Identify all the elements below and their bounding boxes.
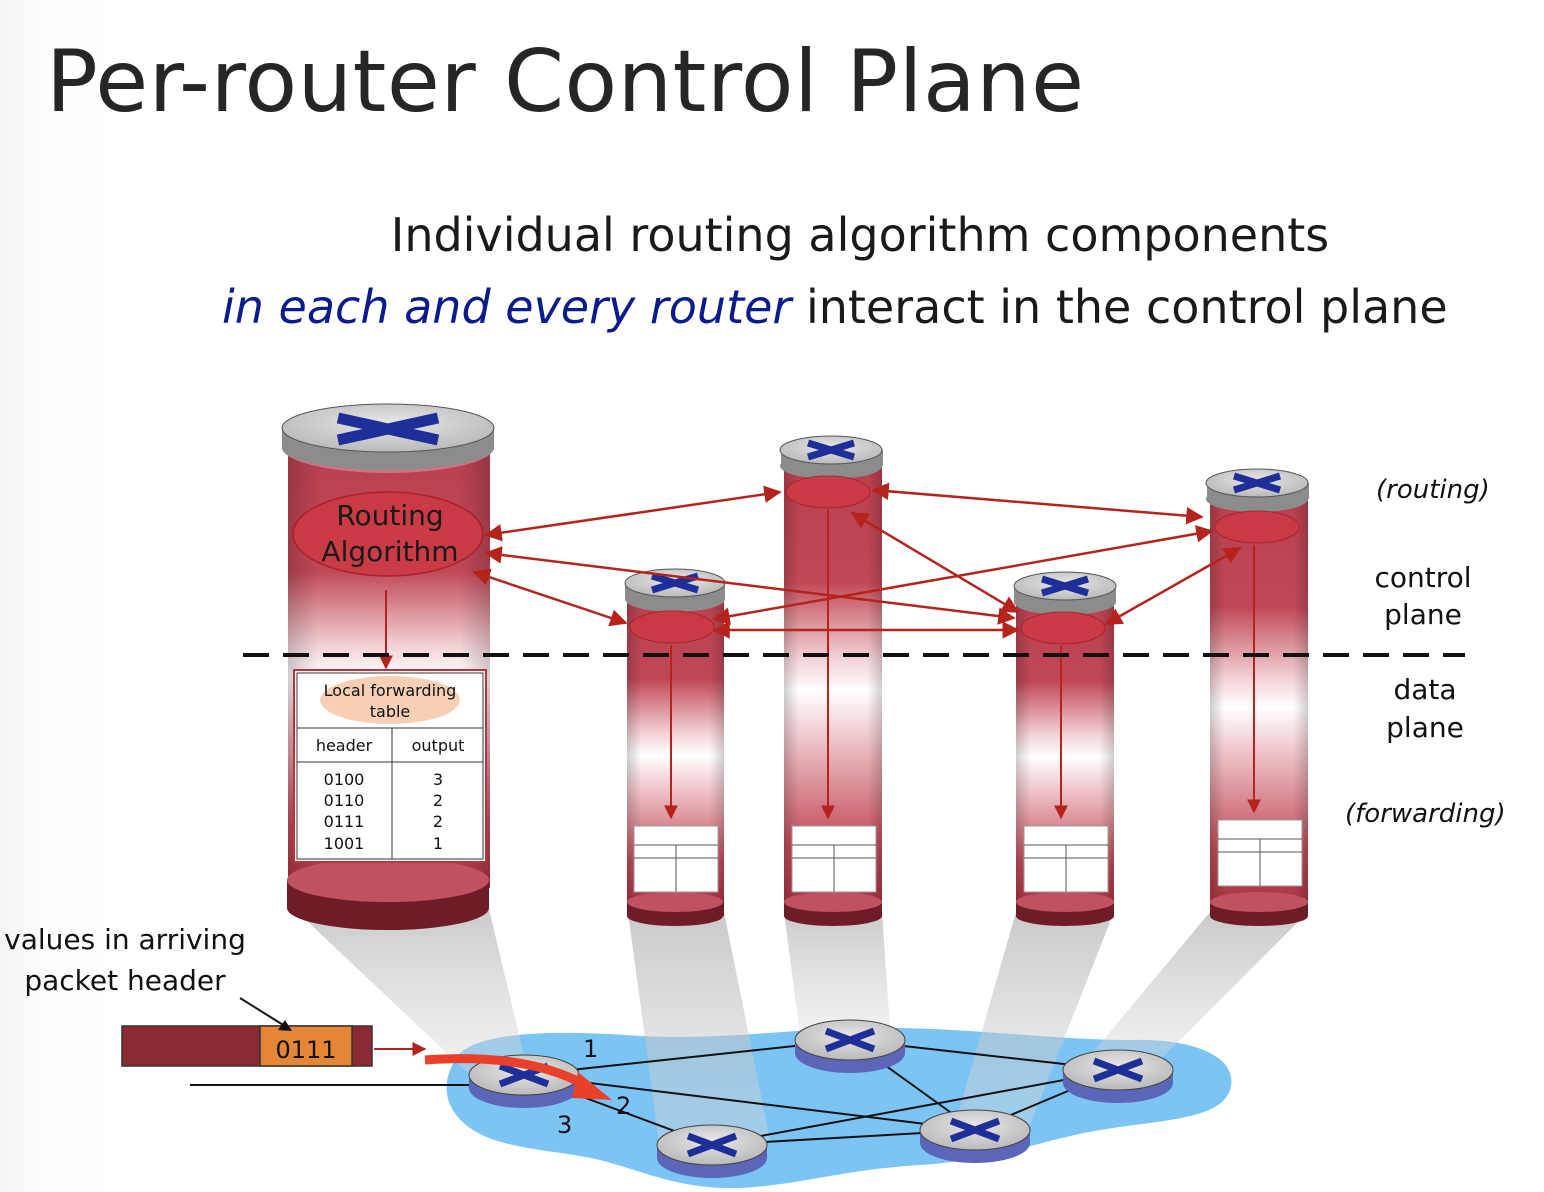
net-router-1 bbox=[468, 1054, 580, 1108]
forwarding-path-arrow bbox=[424, 1054, 588, 1089]
arriving-packet: 0111 bbox=[121, 1025, 427, 1067]
routing-algorithm-line-2: Algorithm bbox=[321, 535, 458, 568]
table-title-line-1: Local forwarding bbox=[324, 681, 457, 700]
net-router-2 bbox=[794, 1019, 906, 1073]
table-row-header: 0110 bbox=[324, 791, 365, 810]
table-rows: 0100 3 0110 2 0111 2 1001 1 bbox=[324, 770, 443, 853]
table-row-output: 2 bbox=[433, 791, 443, 810]
arriving-label-line-1: values in arriving bbox=[4, 923, 246, 956]
beam-4 bbox=[955, 912, 1114, 1125]
packet-header-value: 0111 bbox=[275, 1036, 336, 1064]
table-row-header: 1001 bbox=[324, 834, 365, 853]
cylinder-3 bbox=[779, 435, 883, 926]
data-plane-label-line-2: plane bbox=[1386, 711, 1464, 744]
cylinder-5 bbox=[1205, 468, 1309, 926]
subtitle-line-1: Individual routing algorithm components bbox=[90, 208, 1544, 262]
control-plane-label-line-2: plane bbox=[1384, 598, 1462, 631]
table-col-output: output bbox=[412, 736, 465, 755]
net-router-3 bbox=[656, 1124, 768, 1178]
data-plane-label-line-1: data bbox=[1393, 673, 1456, 706]
table-title-line-2: table bbox=[370, 702, 411, 721]
handwritten-routing-note: (routing) bbox=[1376, 475, 1490, 505]
control-messages bbox=[472, 482, 1242, 639]
cylinder-2 bbox=[624, 568, 726, 926]
beam-5 bbox=[1085, 912, 1308, 1070]
arriving-pointer-head bbox=[278, 1020, 292, 1031]
table-row-output: 3 bbox=[433, 770, 443, 789]
page-title: Per-router Control Plane bbox=[46, 32, 1085, 132]
table-row-header: 0111 bbox=[324, 812, 365, 831]
table-row-header: 0100 bbox=[324, 770, 365, 789]
beam-3 bbox=[784, 912, 890, 1035]
port-2-label: 2 bbox=[616, 1092, 631, 1120]
handwritten-forwarding-note: (forwarding) bbox=[1345, 799, 1506, 829]
port-3-label: 3 bbox=[557, 1111, 572, 1139]
forwarding-arrowhead bbox=[572, 1072, 612, 1100]
arriving-label-line-2: packet header bbox=[24, 964, 226, 997]
beam-1 bbox=[290, 905, 525, 1075]
port-1-label: 1 bbox=[583, 1035, 598, 1063]
routing-algorithm-line-1: Routing bbox=[336, 499, 443, 532]
local-forwarding-table: Local forwarding table header output 010… bbox=[293, 669, 487, 863]
control-plane-label-line-1: control bbox=[1374, 561, 1471, 594]
table-row-output: 2 bbox=[433, 812, 443, 831]
subtitle-line-2: in each and every router interact in the… bbox=[222, 280, 1448, 334]
arriving-pointer bbox=[239, 997, 289, 1029]
subtitle-emphasis: in each and every router bbox=[222, 280, 792, 334]
table-col-header: header bbox=[316, 736, 373, 755]
net-router-4 bbox=[919, 1109, 1031, 1163]
subtitle-line-1-text: Individual routing algorithm components bbox=[390, 208, 1330, 262]
subtitle-rest: interact in the control plane bbox=[791, 280, 1448, 334]
cylinder-4 bbox=[1013, 571, 1117, 926]
table-row-output: 1 bbox=[433, 834, 443, 853]
net-router-5 bbox=[1062, 1049, 1174, 1103]
beam-2 bbox=[628, 912, 770, 1150]
